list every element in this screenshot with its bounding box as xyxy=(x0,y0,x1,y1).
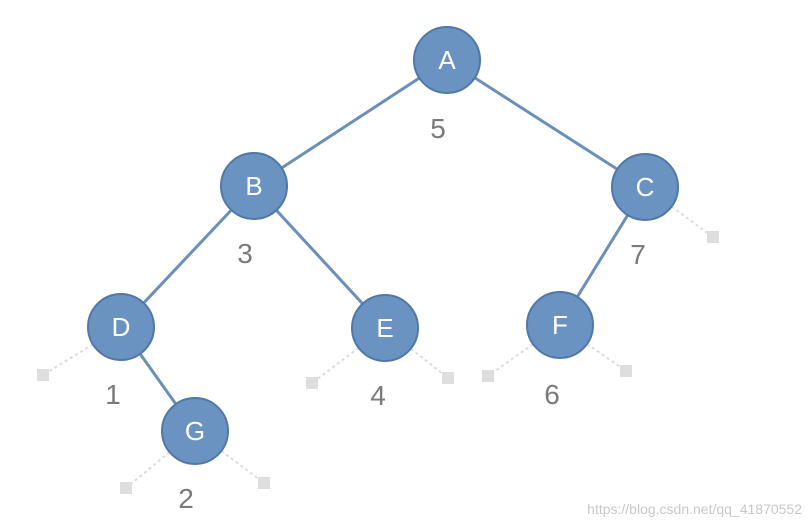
null-link-g-right xyxy=(220,450,265,484)
node-label-e: E xyxy=(376,313,393,343)
node-circle-b xyxy=(220,152,288,220)
order-number-d: 1 xyxy=(105,379,121,410)
tree-node-g: G xyxy=(161,397,229,465)
order-number-b: 3 xyxy=(237,238,253,269)
null-marker-c-right xyxy=(707,231,719,243)
watermark-text: https://blog.csdn.net/qq_41870552 xyxy=(587,501,802,517)
null-marker-g-left xyxy=(120,482,132,494)
node-circle-a xyxy=(413,26,481,94)
null-link-f-right xyxy=(586,343,627,372)
null-marker-g-right xyxy=(258,477,270,489)
null-marker-e-left xyxy=(306,377,318,389)
tree-node-a: A xyxy=(413,26,481,94)
tree-node-e: E xyxy=(351,294,419,362)
null-marker-f-right xyxy=(620,365,632,377)
node-label-c: C xyxy=(636,172,655,202)
null-link-c-right xyxy=(670,205,714,238)
node-circle-g xyxy=(161,397,229,465)
order-number-c: 7 xyxy=(630,239,646,270)
node-circle-c xyxy=(611,153,679,221)
node-circle-e xyxy=(351,294,419,362)
edge-a-c xyxy=(446,58,646,189)
tree-node-f: F xyxy=(526,291,594,359)
node-label-a: A xyxy=(438,45,456,75)
node-label-b: B xyxy=(245,171,262,201)
order-number-g: 2 xyxy=(178,483,194,514)
null-link-f-left xyxy=(487,343,534,377)
order-number-a: 5 xyxy=(430,113,446,144)
null-link-e-right xyxy=(410,347,449,379)
node-label-g: G xyxy=(185,416,205,446)
order-number-e: 4 xyxy=(370,380,386,411)
tree-node-c: C xyxy=(611,153,679,221)
tree-node-b: B xyxy=(220,152,288,220)
node-circle-d xyxy=(87,293,155,361)
node-label-f: F xyxy=(552,310,568,340)
null-link-d-left xyxy=(42,343,94,376)
null-marker-f-left xyxy=(482,370,494,382)
tree-node-d: D xyxy=(87,293,155,361)
edge-a-b xyxy=(253,58,448,188)
null-link-e-left xyxy=(311,347,360,384)
null-marker-d-left xyxy=(37,369,49,381)
node-label-d: D xyxy=(112,312,131,342)
null-link-g-left xyxy=(125,451,171,489)
order-number-f: 6 xyxy=(544,379,560,410)
node-circle-f xyxy=(526,291,594,359)
null-marker-e-right xyxy=(442,372,454,384)
